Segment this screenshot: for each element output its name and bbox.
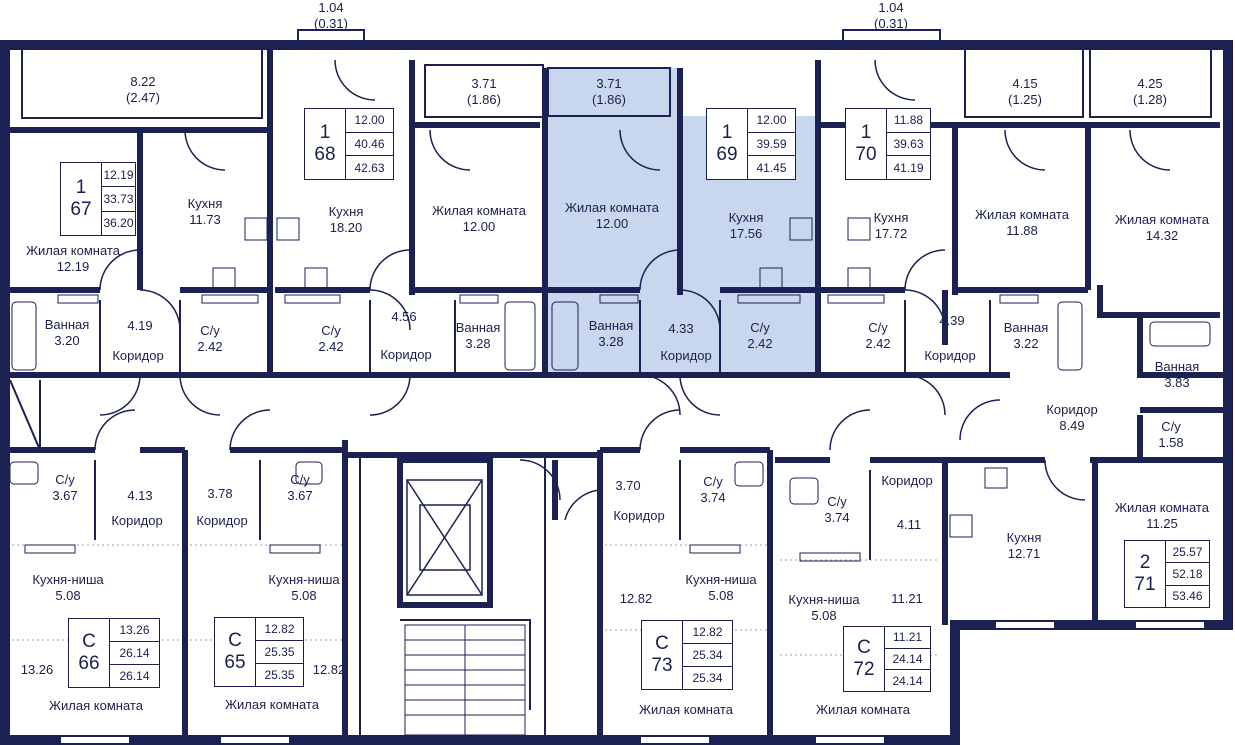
room-label-69-corridor: Коридор: [660, 348, 712, 363]
highlight-balcony-69: [547, 67, 671, 117]
room-label-65-corridor: Коридор: [196, 513, 248, 528]
balcony-label-5: 1.04(0.31): [874, 0, 908, 31]
balcony-label-7: 4.25(1.28): [1133, 76, 1167, 107]
room-label-67-corridor-area: 4.19: [127, 318, 153, 333]
room-label-65-corridor-area: 3.78: [207, 486, 233, 501]
room-label-66-living: Жилая комната: [49, 698, 143, 713]
balcony-label-3: 3.71(1.86): [467, 76, 501, 107]
room-label-67-corridor: Коридор: [112, 348, 164, 363]
room-label-69-corridor-area: 4.33: [668, 321, 694, 336]
room-label-68-corridor: Коридор: [380, 347, 432, 362]
room-label-66-living-area: 13.26: [20, 662, 54, 677]
room-label-73-corridor-area: 3.70: [615, 478, 641, 493]
balconies: [21, 29, 1212, 119]
room-label-66-corridor: Коридор: [111, 513, 163, 528]
balcony-label-1: 8.22(2.47): [126, 74, 160, 105]
room-label-70-corridor: Коридор: [924, 348, 976, 363]
room-label-66-corridor-area: 4.13: [127, 488, 153, 503]
elevator-shaft: [406, 479, 483, 596]
room-label-68-corridor-area: 4.56: [391, 309, 417, 324]
room-label-73-living-area: 12.82: [619, 591, 653, 606]
room-label-65-living-area: 12.82: [312, 662, 346, 677]
room-label-73-living: Жилая комната: [639, 702, 733, 717]
windows: [59, 620, 1206, 745]
room-label-72-corridor-area: 4.11: [896, 517, 922, 532]
room-label-72-living-area: 11.21: [891, 591, 923, 606]
balcony-label-4: 3.71(1.86): [592, 76, 626, 107]
room-label-70-corridor-area: 4.39: [939, 313, 965, 328]
balcony-label-6: 4.15(1.25): [1008, 76, 1042, 107]
room-label-65-living: Жилая комната: [225, 697, 319, 712]
balcony-label-2: 1.04(0.31): [314, 0, 348, 31]
thin-walls: [9, 300, 991, 740]
room-label-72-living: Жилая комната: [816, 702, 910, 717]
door-swings: [94, 59, 1171, 521]
room-label-73-corridor: Коридор: [613, 508, 665, 523]
staircase: [404, 624, 526, 736]
bath-fixtures: [9, 217, 1211, 562]
room-label-72-corridor: Коридор: [881, 473, 933, 488]
outer-wall: [0, 40, 1233, 745]
interior-walls: [8, 45, 1225, 740]
